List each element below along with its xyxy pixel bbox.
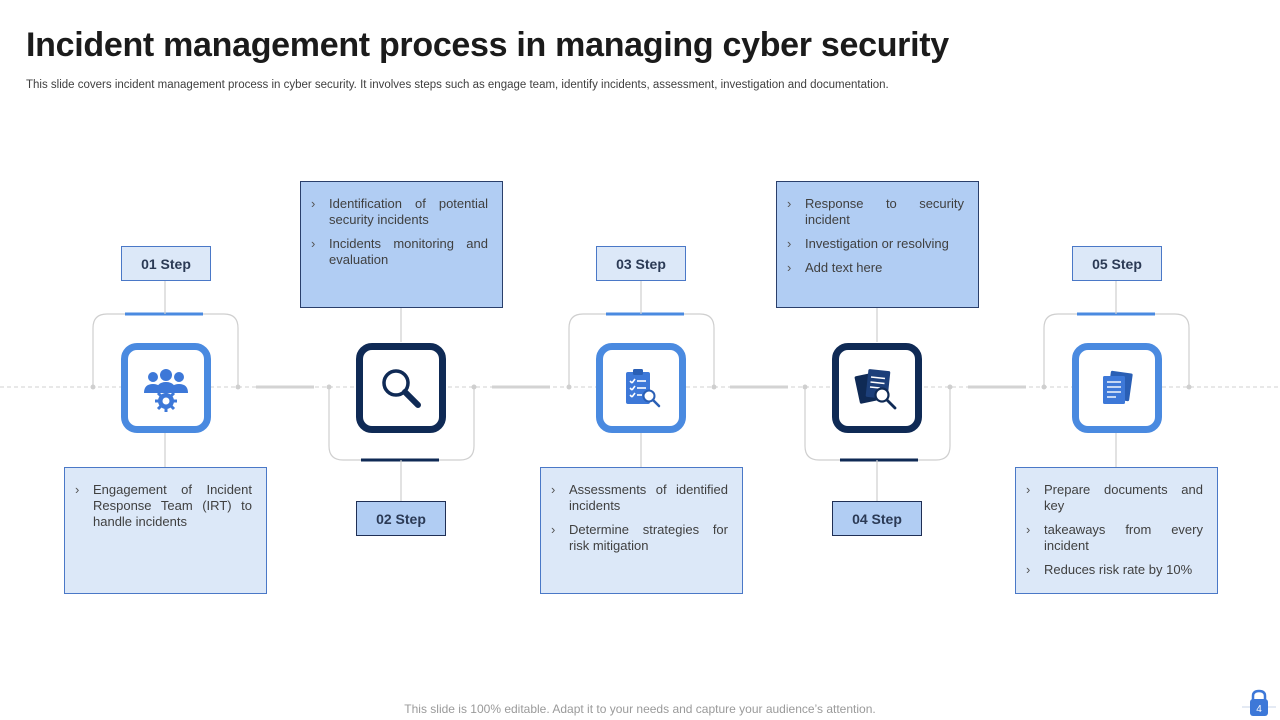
step-04-bullet: ›Investigation or resolving xyxy=(787,236,949,251)
step-03-label: 03 Step xyxy=(596,246,686,281)
step-04-bullet: ›Add text here xyxy=(787,260,883,275)
chevron-right-icon: › xyxy=(787,196,792,211)
step-03-icon-frame xyxy=(596,343,686,433)
step-05-label: 05 Step xyxy=(1072,246,1162,281)
step-02-description: ›Identification of potential security in… xyxy=(300,181,503,308)
step-01-bullet: ›Engagement of Incident Response Team (I… xyxy=(75,482,252,529)
chevron-right-icon: › xyxy=(1026,522,1031,537)
step-02-label: 02 Step xyxy=(356,501,446,536)
step-05-bullet: ›takeaways from every incident xyxy=(1026,522,1203,553)
step-05-description: ›Prepare documents and key ›takeaways fr… xyxy=(1015,467,1218,594)
documents-search-icon xyxy=(854,369,897,410)
step-02-icon-frame xyxy=(356,343,446,433)
step-04-label: 04 Step xyxy=(832,501,922,536)
step-01-label: 01 Step xyxy=(121,246,211,281)
step-05-bullet: ›Prepare documents and key xyxy=(1026,482,1203,513)
step-02-bullet: ›Identification of potential security in… xyxy=(311,196,488,227)
chevron-right-icon: › xyxy=(311,236,316,251)
step-02-bullet: ›Incidents monitoring and evaluation xyxy=(311,236,488,267)
step-03-bullet: ›Assessments of identified incidents xyxy=(551,482,728,513)
chevron-right-icon: › xyxy=(1026,482,1031,497)
footer-note: This slide is 100% editable. Adapt it to… xyxy=(404,702,876,716)
clipboard-search-icon xyxy=(626,369,661,408)
step-01-icon-frame xyxy=(121,343,211,433)
step-05-bullet: ›Reduces risk rate by 10% xyxy=(1026,562,1193,577)
step-05-icon-frame xyxy=(1072,343,1162,433)
chevron-right-icon: › xyxy=(551,522,556,537)
chevron-right-icon: › xyxy=(787,260,792,275)
page-number: 4 xyxy=(1256,704,1262,715)
document-stack-icon xyxy=(1103,370,1133,404)
chevron-right-icon: › xyxy=(551,482,556,497)
team-settings-icon xyxy=(144,369,188,412)
step-03-bullet: ›Determine strategies for risk mitigatio… xyxy=(551,522,728,553)
step-01-description: ›Engagement of Incident Response Team (I… xyxy=(64,467,267,594)
step-04-bullet: ›Response to security incident xyxy=(787,196,964,227)
page-subtitle: This slide covers incident management pr… xyxy=(26,79,889,91)
chevron-right-icon: › xyxy=(311,196,316,211)
step-04-icon-frame xyxy=(832,343,922,433)
chevron-right-icon: › xyxy=(787,236,792,251)
page-title: Incident management process in managing … xyxy=(26,26,949,64)
step-04-description: ›Response to security incident ›Investig… xyxy=(776,181,979,308)
step-03-description: ›Assessments of identified incidents ›De… xyxy=(540,467,743,594)
chevron-right-icon: › xyxy=(1026,562,1031,577)
magnifier-icon xyxy=(382,369,421,408)
chevron-right-icon: › xyxy=(75,482,80,497)
lock-page-badge: 4 xyxy=(1242,689,1276,716)
